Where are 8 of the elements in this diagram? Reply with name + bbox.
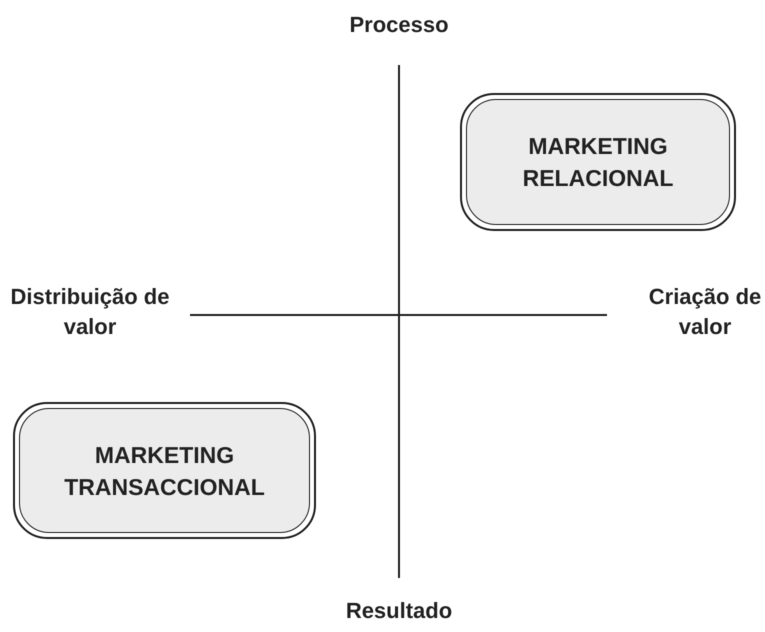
axis-label: Resultado: [344, 597, 454, 625]
axis-label: Criação de valor: [648, 283, 762, 341]
box-text: MARKETING TRANSACCIONAL: [63, 440, 266, 502]
axis-label: Processo: [348, 11, 450, 39]
rounded-box: [460, 93, 736, 231]
box-text: MARKETING RELACIONAL: [522, 132, 674, 193]
rounded-box: [13, 402, 316, 539]
axis-label: Distribuição de valor: [10, 283, 170, 341]
